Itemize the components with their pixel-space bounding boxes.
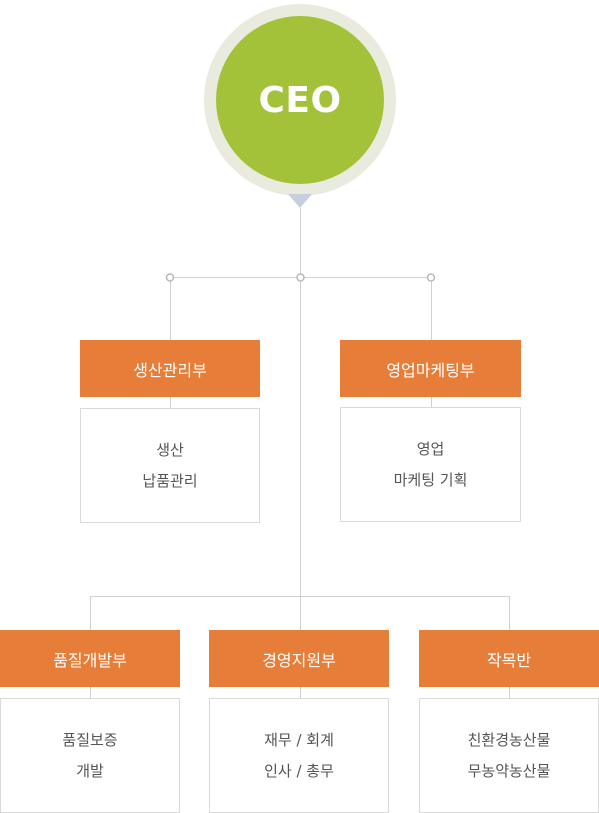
ceo-node: CEO bbox=[216, 16, 384, 184]
duty-box-quality: 품질보증 개발 bbox=[0, 698, 180, 813]
dept-label: 영업마케팅부 bbox=[386, 360, 475, 380]
dept-label: 품질개발부 bbox=[53, 650, 127, 670]
duty-item: 무농약농산물 bbox=[467, 761, 551, 780]
duty-box-management-support: 재무 / 회계 인사 / 총무 bbox=[209, 698, 389, 813]
dept-management-support: 경영지원부 bbox=[209, 630, 389, 687]
dept-label: 경영지원부 bbox=[262, 650, 336, 670]
duty-item: 개발 bbox=[76, 761, 104, 780]
duty-item: 생산 bbox=[156, 440, 184, 459]
dept-sales-marketing: 영업마케팅부 bbox=[340, 340, 521, 397]
dept-production: 생산관리부 bbox=[80, 340, 260, 397]
ceo-label: CEO bbox=[258, 79, 342, 121]
dept-quality: 품질개발부 bbox=[0, 630, 180, 687]
duty-box-crop-group: 친환경농산물 무농약농산물 bbox=[419, 698, 599, 813]
duty-item: 품질보증 bbox=[62, 730, 118, 749]
duty-box-sales-marketing: 영업 마케팅 기획 bbox=[340, 407, 521, 522]
junction-node bbox=[426, 273, 436, 282]
duty-item: 납품관리 bbox=[142, 471, 198, 490]
dept-label: 작목반 bbox=[486, 650, 532, 670]
dept-label: 생산관리부 bbox=[133, 360, 207, 380]
duty-item: 친환경농산물 bbox=[467, 730, 551, 749]
ceo-pointer bbox=[288, 194, 312, 208]
junction-node bbox=[165, 273, 175, 282]
duty-item: 마케팅 기획 bbox=[393, 470, 468, 489]
junction-node bbox=[296, 273, 305, 282]
dept-crop-group: 작목반 bbox=[419, 630, 599, 687]
duty-item: 영업 bbox=[416, 439, 445, 458]
duty-box-production: 생산 납품관리 bbox=[80, 408, 260, 523]
duty-item: 재무 / 회계 bbox=[264, 730, 334, 749]
duty-item: 인사 / 총무 bbox=[264, 761, 334, 780]
